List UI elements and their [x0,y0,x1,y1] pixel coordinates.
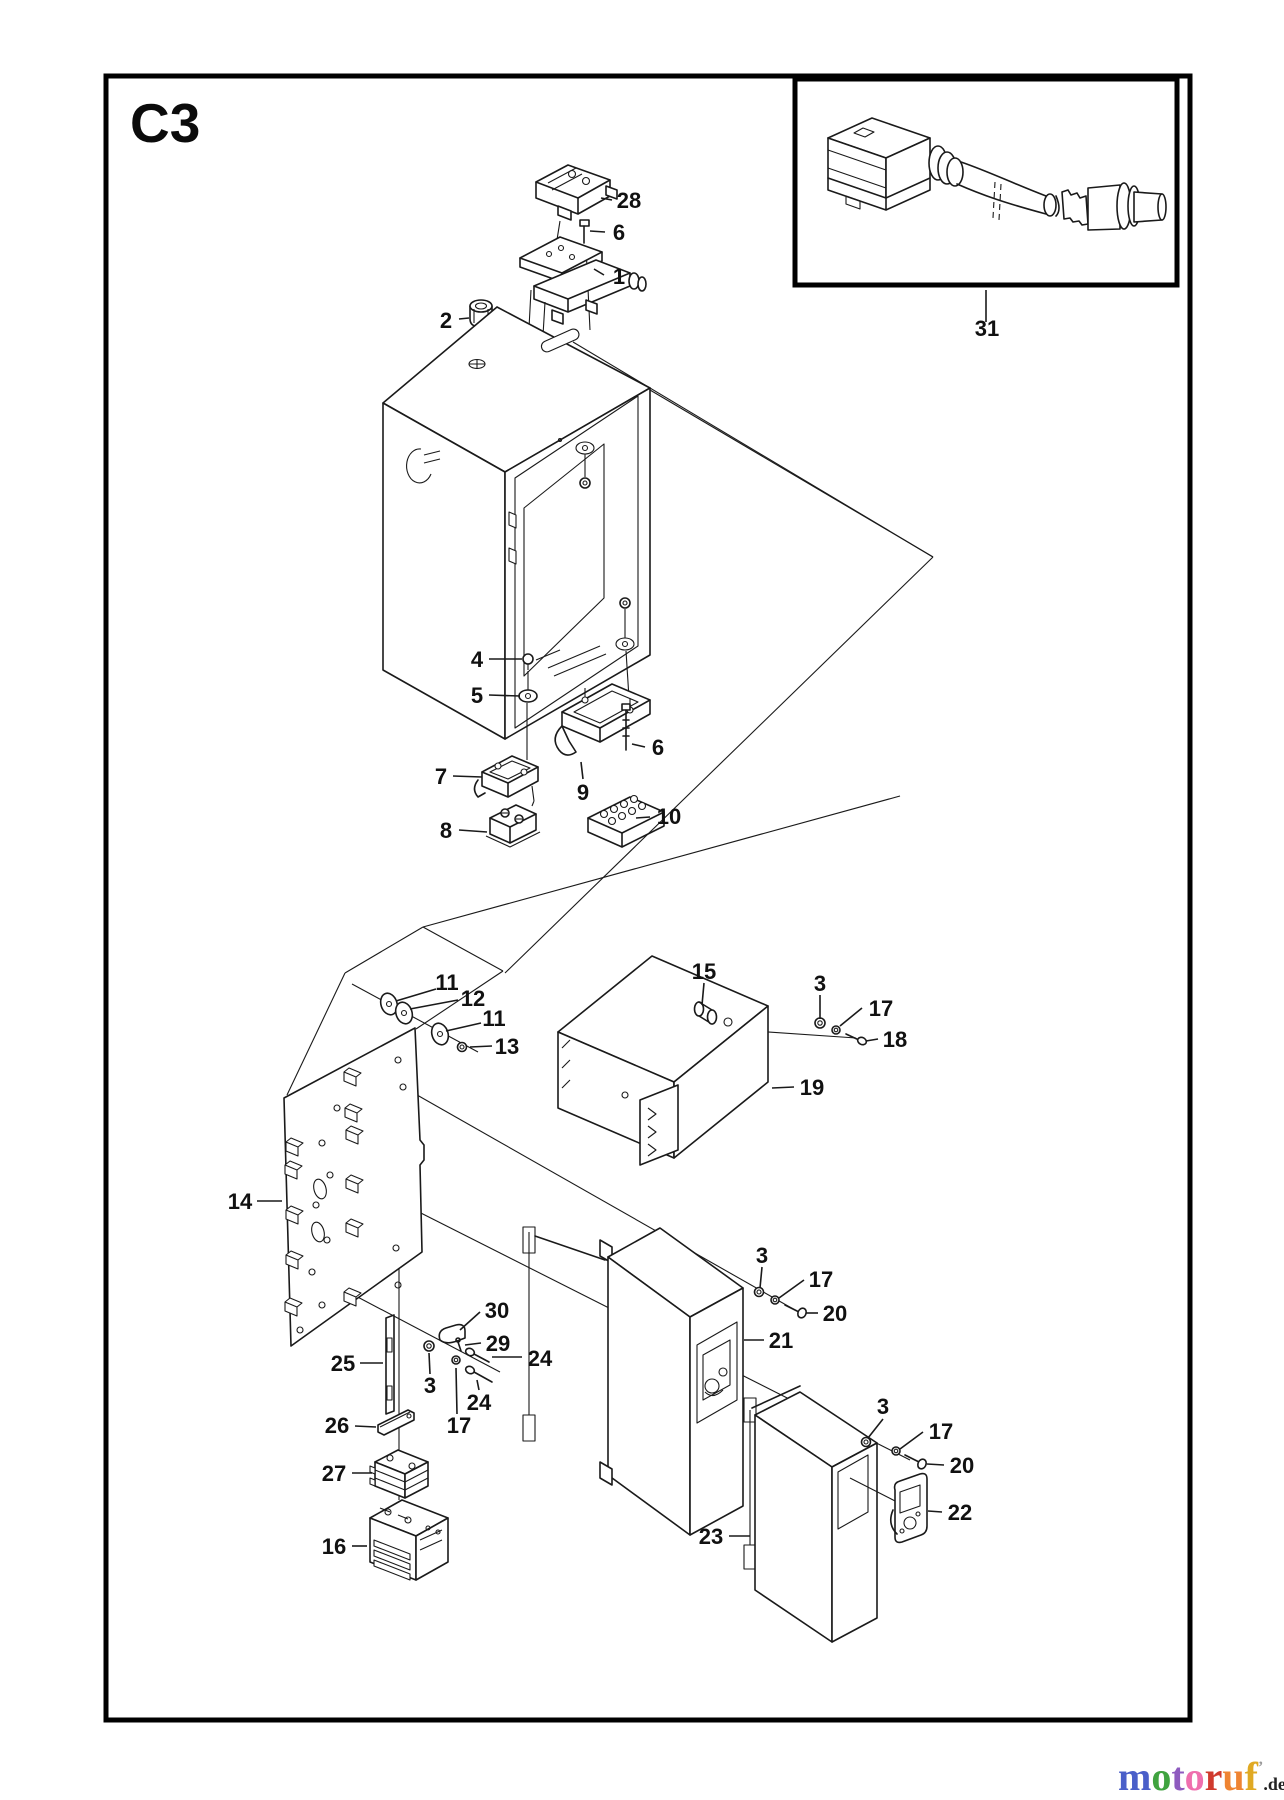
callout-labels: 28 6 1 2 4 5 7 8 9 10 6 11 12 11 13 15 3… [228,188,999,1559]
callout-2: 2 [440,308,452,333]
callout-3a: 3 [814,971,826,996]
callout-29: 29 [486,1331,510,1356]
part-29-pin [455,1337,462,1352]
callout-16: 16 [322,1534,346,1559]
callout-3b: 3 [424,1373,436,1398]
callout-19: 19 [800,1075,824,1100]
callout-1: 1 [613,264,625,289]
callout-3d: 3 [877,1394,889,1419]
callout-12: 12 [461,986,485,1011]
inset-cable-assembly [792,76,1180,288]
part-24-screw-a [464,1347,490,1363]
logo-letter-u: u [1222,1754,1244,1799]
callout-30: 30 [485,1298,509,1323]
logo-trademark: ’ [1258,1759,1263,1776]
callout-15: 15 [692,959,716,984]
part-15-capacitor [693,1001,733,1027]
callout-10: 10 [657,804,681,829]
callout-20a: 20 [823,1301,847,1326]
logo-letter-m: m [1118,1754,1151,1799]
part-4-screw [522,653,534,670]
callout-31: 31 [975,316,999,341]
part-17-nut-21 [770,1295,780,1305]
part-3-nut-rail [423,1340,435,1352]
callout-17a: 17 [869,996,893,1021]
callout-3c: 3 [756,1243,768,1268]
callout-28: 28 [617,188,641,213]
callout-26: 26 [325,1413,349,1438]
part-14-mounting-panel [283,1027,425,1347]
callout-24b: 24 [467,1390,492,1415]
part-21-converter [522,1226,744,1536]
part-19-filter-box [557,955,769,1166]
callout-6a: 6 [613,220,625,245]
axis-22-to-23 [849,1477,898,1503]
callout-13: 13 [495,1034,519,1059]
callout-9: 9 [577,780,589,805]
part-3-washer-21 [753,1286,765,1298]
part-8-connector-insert [485,804,541,848]
part-27-breaker-module [369,1449,429,1499]
logo-letter-t: t [1171,1754,1185,1799]
logo-suffix: .de [1263,1774,1284,1794]
part-3-washer-23 [860,1436,872,1448]
callout-17d: 17 [929,1419,953,1444]
part-3-nut-filter [814,1017,826,1029]
callout-4: 4 [471,647,484,672]
callout-11b: 11 [482,1006,505,1031]
part-24-screw-b [464,1365,493,1383]
part-10-connector-insert-pins [587,794,665,848]
part-5-washer [518,689,538,703]
page-code: C3 [130,92,200,154]
callout-17c: 17 [809,1267,833,1292]
part-20-screw-23 [904,1454,927,1470]
callout-18: 18 [883,1027,907,1052]
part-6-screw-lower [621,703,631,751]
part-18-screw [845,1033,868,1046]
callout-8: 8 [440,818,452,843]
callout-6b: 6 [652,735,664,760]
part-17-nut-23 [891,1446,901,1456]
callout-14: 14 [228,1189,253,1214]
part-6-screw-top [579,219,590,244]
callout-17b: 17 [447,1413,471,1438]
callout-23: 23 [699,1524,723,1549]
part-28-connector-top [535,164,618,221]
part-23-converter [743,1385,878,1643]
part-16-contactor [369,1499,449,1581]
callout-5: 5 [471,683,483,708]
cabinet-enclosure [382,306,651,740]
part-12-washer [394,1001,414,1025]
part-7-housing-frame [473,755,539,807]
callout-20b: 20 [950,1453,974,1478]
part-13-screw [456,1041,468,1053]
motoruf-logo[interactable]: motoruf’.de [1118,1754,1284,1799]
logo-letter-f: f [1245,1754,1259,1799]
diagram-border [103,73,1193,1723]
part-30-clamp [438,1323,466,1344]
callout-27: 27 [322,1461,346,1486]
callout-25: 25 [331,1351,355,1376]
part-17-washer-filter [831,1025,841,1035]
part-11-washer-b [430,1022,450,1046]
part-17-washer-rail [451,1355,461,1365]
logo-letter-r: r [1205,1754,1223,1799]
part-26-bracket [377,1409,415,1436]
callout-7: 7 [435,764,447,789]
logo-letter-o2: o [1185,1754,1205,1799]
part-22-keypad [889,1472,928,1544]
callout-22: 22 [948,1500,972,1525]
svg-text:motoruf’.de: motoruf’.de [1118,1754,1284,1799]
callout-24a: 24 [528,1346,553,1371]
part-9-housing-frame-lever [554,683,651,756]
logo-letter-o1: o [1151,1754,1171,1799]
callout-leader-lines [257,197,987,1547]
part-20-screw-21 [784,1304,807,1319]
part-25-din-rail [385,1314,395,1415]
part-1-connector-assembly [519,236,647,325]
callout-21: 21 [769,1328,793,1353]
part-11-washer-a [379,992,399,1016]
callout-11a: 11 [435,970,458,995]
